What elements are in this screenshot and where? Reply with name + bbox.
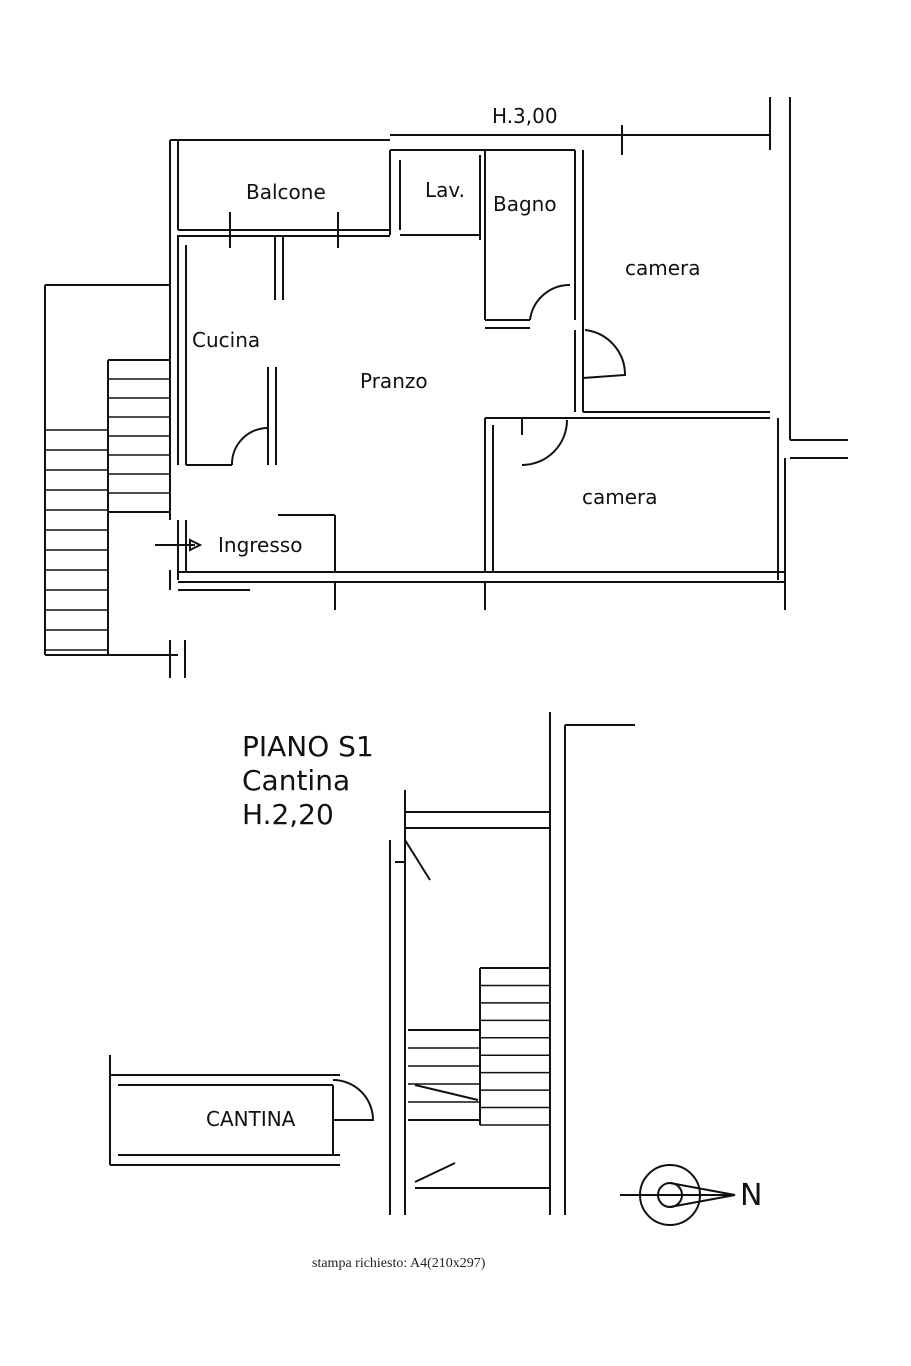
room-balcone: Balcone	[246, 180, 326, 204]
stairs-left-flight	[45, 429, 108, 651]
room-bagno: Bagno	[493, 192, 557, 216]
compass	[620, 1164, 736, 1226]
entry-arrow	[155, 538, 203, 552]
room-camera-2: camera	[582, 485, 658, 509]
floor-name: PIANO S1	[242, 730, 374, 763]
room-cantina: CANTINA	[206, 1107, 296, 1131]
room-cucina: Cucina	[192, 328, 261, 352]
stairs-right-flight	[108, 359, 170, 513]
floor-use: Cantina	[242, 764, 351, 797]
stairs-lower-right	[480, 967, 550, 1126]
height-label-lower: H.2,20	[242, 798, 334, 831]
room-lavanderia: Lav.	[425, 178, 466, 202]
room-pranzo: Pranzo	[360, 369, 428, 393]
room-ingresso: Ingresso	[218, 533, 303, 557]
stairs-lower-left	[408, 1029, 480, 1121]
height-label-upper: H.3,00	[492, 104, 558, 128]
room-camera-1: camera	[625, 256, 701, 280]
upper-floor-walls	[44, 97, 848, 678]
compass-north-label: N	[740, 1178, 763, 1213]
lower-floor-title: PIANO S1 Cantina H.2,20	[242, 730, 374, 832]
print-footer: stampa richiesto: A4(210x297)	[312, 1256, 486, 1271]
